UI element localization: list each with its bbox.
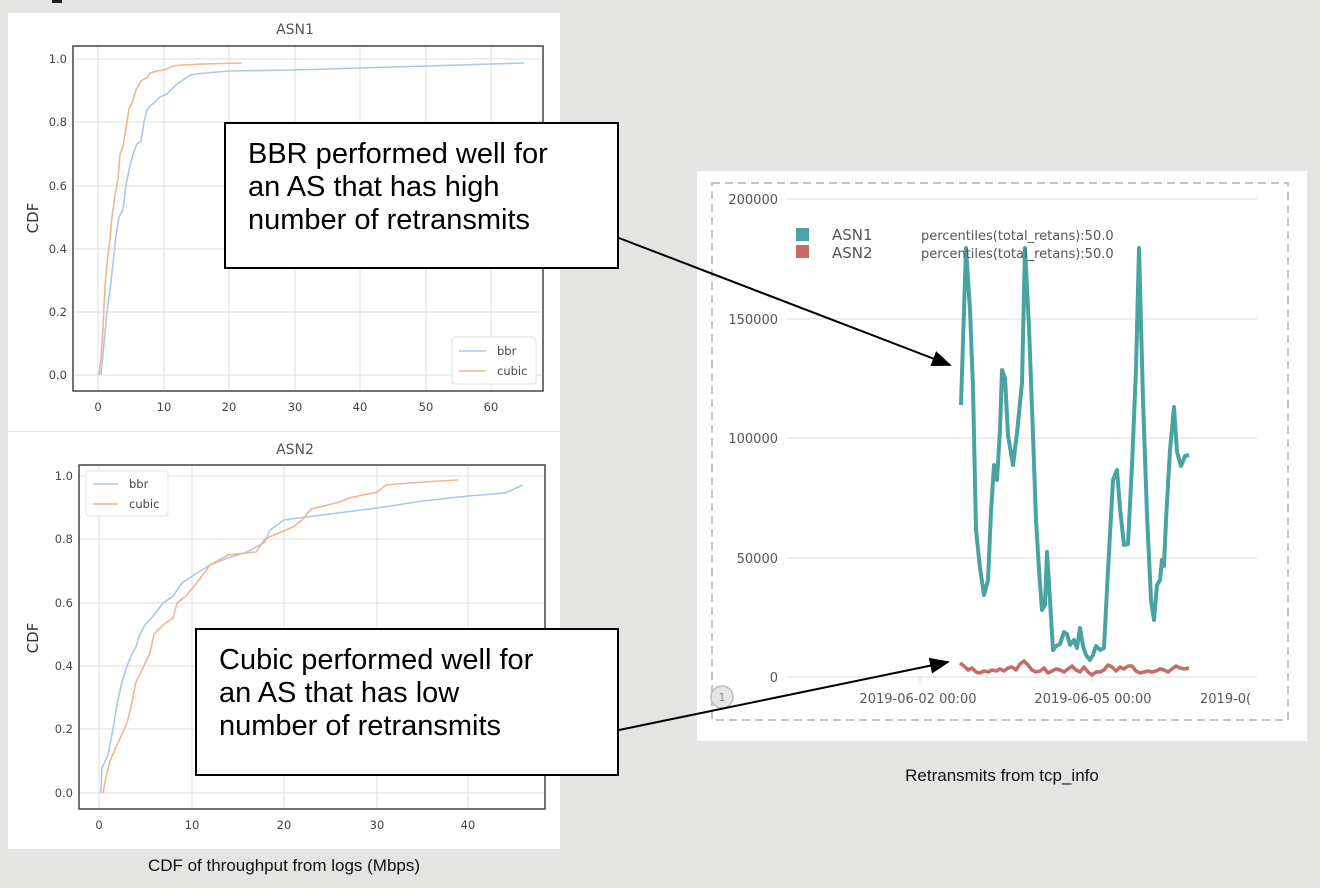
svg-text:bbr: bbr xyxy=(129,477,149,491)
svg-text:ASN2: ASN2 xyxy=(832,244,873,262)
svg-text:50: 50 xyxy=(419,400,434,414)
retransmits-panel xyxy=(697,171,1307,741)
asn2-y-axis-label: CDF xyxy=(24,623,42,654)
svg-text:0: 0 xyxy=(770,671,778,686)
svg-text:10: 10 xyxy=(185,818,200,832)
svg-text:1.0: 1.0 xyxy=(49,52,67,66)
corner-mark xyxy=(52,0,62,3)
asn2-chart-title: ASN2 xyxy=(276,442,314,458)
svg-text:0.4: 0.4 xyxy=(55,659,73,673)
svg-text:percentiles(total_retans):50.0: percentiles(total_retans):50.0 xyxy=(921,229,1114,244)
svg-text:200000: 200000 xyxy=(728,193,778,208)
asn2-x-ticks: 0 10 20 30 40 xyxy=(95,818,475,832)
bbr-arrow xyxy=(618,237,952,367)
svg-text:0.4: 0.4 xyxy=(49,242,67,256)
svg-text:0: 0 xyxy=(95,818,102,832)
left-figure-caption: CDF of throughput from logs (Mbps) xyxy=(147,856,421,875)
asn1-chart-title: ASN1 xyxy=(276,22,314,38)
retransmits-y-ticks: 200000 150000 100000 50000 0 xyxy=(728,193,778,686)
svg-text:2019-0(: 2019-0( xyxy=(1200,692,1251,707)
svg-text:50000: 50000 xyxy=(737,552,778,567)
asn2-legend: bbr cubic xyxy=(85,470,169,517)
svg-text:30: 30 xyxy=(370,818,385,832)
svg-text:30: 30 xyxy=(288,400,303,414)
svg-text:0.0: 0.0 xyxy=(49,368,67,382)
svg-text:0.8: 0.8 xyxy=(49,115,67,129)
svg-text:0.6: 0.6 xyxy=(55,596,73,610)
asn2-y-ticks: 1.0 0.8 0.6 0.4 0.2 0.0 xyxy=(55,469,73,800)
svg-text:0.2: 0.2 xyxy=(49,305,67,319)
svg-text:100000: 100000 xyxy=(728,432,778,447)
svg-text:cubic: cubic xyxy=(129,497,159,511)
svg-text:40: 40 xyxy=(461,818,476,832)
asn1-cubic-line xyxy=(98,62,243,376)
svg-text:0.8: 0.8 xyxy=(55,532,73,546)
asn2-bbr-line xyxy=(100,484,524,794)
svg-text:10: 10 xyxy=(157,400,172,414)
cubic-arrow xyxy=(618,657,950,731)
asn1-bbr-line xyxy=(100,62,525,376)
asn2-retransmits-line xyxy=(958,659,1190,677)
svg-text:1: 1 xyxy=(719,691,726,704)
asn1-legend: bbr cubic xyxy=(451,336,537,385)
svg-text:2019-06-02 00:00: 2019-06-02 00:00 xyxy=(859,692,976,707)
asn2-cubic-line xyxy=(102,479,459,794)
cubic-callout: Cubic performed well for an AS that has … xyxy=(195,628,619,776)
retransmits-x-ticks: 2019-06-02 00:00 2019-06-05 00:00 xyxy=(859,692,1151,707)
svg-text:0.0: 0.0 xyxy=(55,786,73,800)
svg-text:bbr: bbr xyxy=(497,344,517,358)
bbr-callout: BBR performed well for an AS that has hi… xyxy=(224,122,619,269)
asn1-retransmits-line xyxy=(959,246,1190,662)
svg-text:1.0: 1.0 xyxy=(55,469,73,483)
svg-text:60: 60 xyxy=(484,400,499,414)
svg-text:percentiles(total_retans):50.0: percentiles(total_retans):50.0 xyxy=(921,247,1114,262)
asn1-y-ticks: 1.0 0.8 0.6 0.4 0.2 0.0 xyxy=(49,52,67,382)
asn1-x-ticks: 0 10 20 30 40 50 60 xyxy=(94,400,498,414)
retransmits-chart: 200000 150000 100000 50000 0 2019-06-02 … xyxy=(710,182,1289,721)
svg-text:20: 20 xyxy=(277,818,292,832)
right-figure-caption: Retransmits from tcp_info xyxy=(905,766,1099,785)
svg-text:cubic: cubic xyxy=(497,364,527,378)
svg-text:20: 20 xyxy=(222,400,237,414)
svg-text:150000: 150000 xyxy=(728,313,778,328)
svg-text:0.6: 0.6 xyxy=(49,179,67,193)
svg-text:0: 0 xyxy=(94,400,101,414)
svg-text:2019-06-05 00:00: 2019-06-05 00:00 xyxy=(1034,692,1151,707)
svg-text:40: 40 xyxy=(353,400,368,414)
svg-text:ASN1: ASN1 xyxy=(832,226,873,244)
svg-text:0.2: 0.2 xyxy=(55,722,73,736)
asn1-y-axis-label: CDF xyxy=(24,203,42,234)
retransmits-legend: ASN1 ASN2 percentiles(total_retans):50.0… xyxy=(796,226,1114,262)
